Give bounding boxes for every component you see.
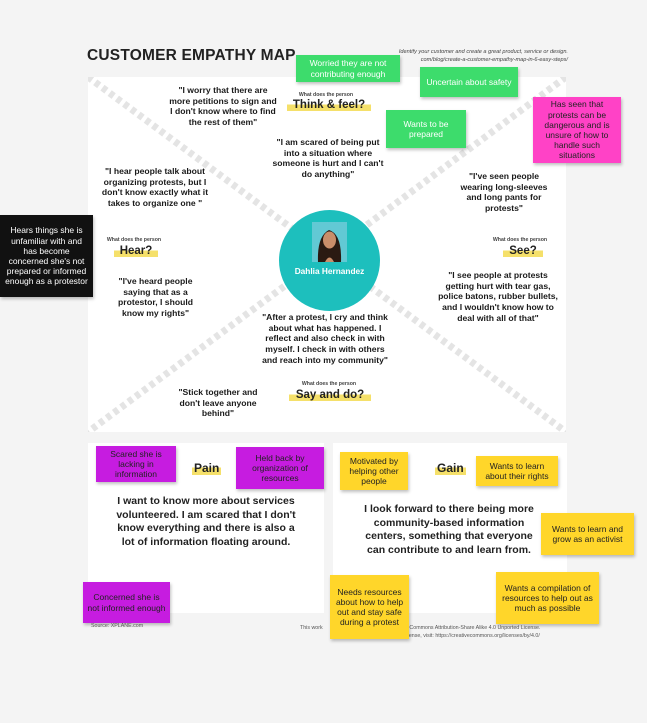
see-quadrant-title: See? <box>503 245 543 257</box>
say-quote-1: "After a protest, I cry and think about … <box>262 312 388 365</box>
hear-quadrant-caption: What does the person <box>106 237 162 243</box>
page-title: CUSTOMER EMPATHY MAP <box>87 47 296 64</box>
gain-text: I look forward to there being more commu… <box>364 503 534 556</box>
sticky-note-learn-rights[interactable]: Wants to learn about their rights <box>476 456 558 486</box>
hear-quote-1: "I hear people talk about organizing pro… <box>101 166 209 209</box>
sticky-note-held-back[interactable]: Held back by organization of resources <box>236 447 324 489</box>
see-quote-2: "I see people at protests getting hurt w… <box>438 270 558 323</box>
sticky-note-worried[interactable]: Worried they are not contributing enough <box>296 55 400 82</box>
hear-quote-2: "I've heard people saying that as a prot… <box>118 276 193 319</box>
avatar-portrait-icon <box>312 222 347 262</box>
sticky-note-grow-activist[interactable]: Wants to learn and grow as an activist <box>541 513 634 555</box>
gain-title: Gain <box>435 461 466 475</box>
pain-text: I want to know more about services volun… <box>116 495 296 548</box>
sticky-note-dangerous[interactable]: Has seen that protests can be dangerous … <box>533 97 621 163</box>
think-quadrant-caption: What does the person <box>298 92 354 98</box>
sticky-note-lacking-info[interactable]: Scared she is lacking in information <box>96 446 176 482</box>
think-quote-1: "I worry that there are more petitions t… <box>169 85 277 128</box>
sticky-note-compilation[interactable]: Wants a compilation of resources to help… <box>496 572 599 624</box>
sticky-note-prepared[interactable]: Wants to be prepared <box>386 110 466 148</box>
see-quote-1: "I've seen people wearing long-sleeves a… <box>460 171 548 214</box>
sticky-note-needs-resources[interactable]: Needs resources about how to help out an… <box>330 575 409 639</box>
sticky-note-not-informed[interactable]: Concerned she is not informed enough <box>83 582 170 623</box>
see-quadrant-caption: What does the person <box>492 237 548 243</box>
footer-license-line1: e Commons Attribution-Share Alike 4.0 Un… <box>405 625 541 631</box>
hear-quadrant-title: Hear? <box>114 245 158 257</box>
persona-avatar <box>312 222 347 262</box>
think-quadrant-title: Think & feel? <box>287 99 371 111</box>
sticky-note-hears-unfamiliar[interactable]: Hears things she is unfamiliar with and … <box>0 215 93 297</box>
say-quadrant-caption: What does the person <box>301 381 357 387</box>
header-note-line2: com/blog/create-a-customer-empathy-map-i… <box>420 57 568 64</box>
persona-name: Dahlia Hernandez <box>294 266 365 276</box>
sticky-note-safety[interactable]: Uncertain about safety <box>420 67 518 97</box>
think-quote-2: "I am scared of being put into a situati… <box>272 137 384 180</box>
footer-license-prefix: This work <box>300 625 323 631</box>
footer-source: Source: XPLANE.com <box>91 623 144 629</box>
sticky-note-helping-others[interactable]: Motivated by helping other people <box>340 452 408 490</box>
say-quote-2: "Stick together and don't leave anyone b… <box>178 387 258 419</box>
say-quadrant-title: Say and do? <box>289 389 371 401</box>
pain-title: Pain <box>192 461 222 475</box>
header-note: Identify your customer and create a grea… <box>300 48 568 65</box>
footer-license-line2: icense, visit: https://creativecommons.o… <box>405 633 540 639</box>
header-note-line1: Identify your customer and create a grea… <box>398 49 568 55</box>
